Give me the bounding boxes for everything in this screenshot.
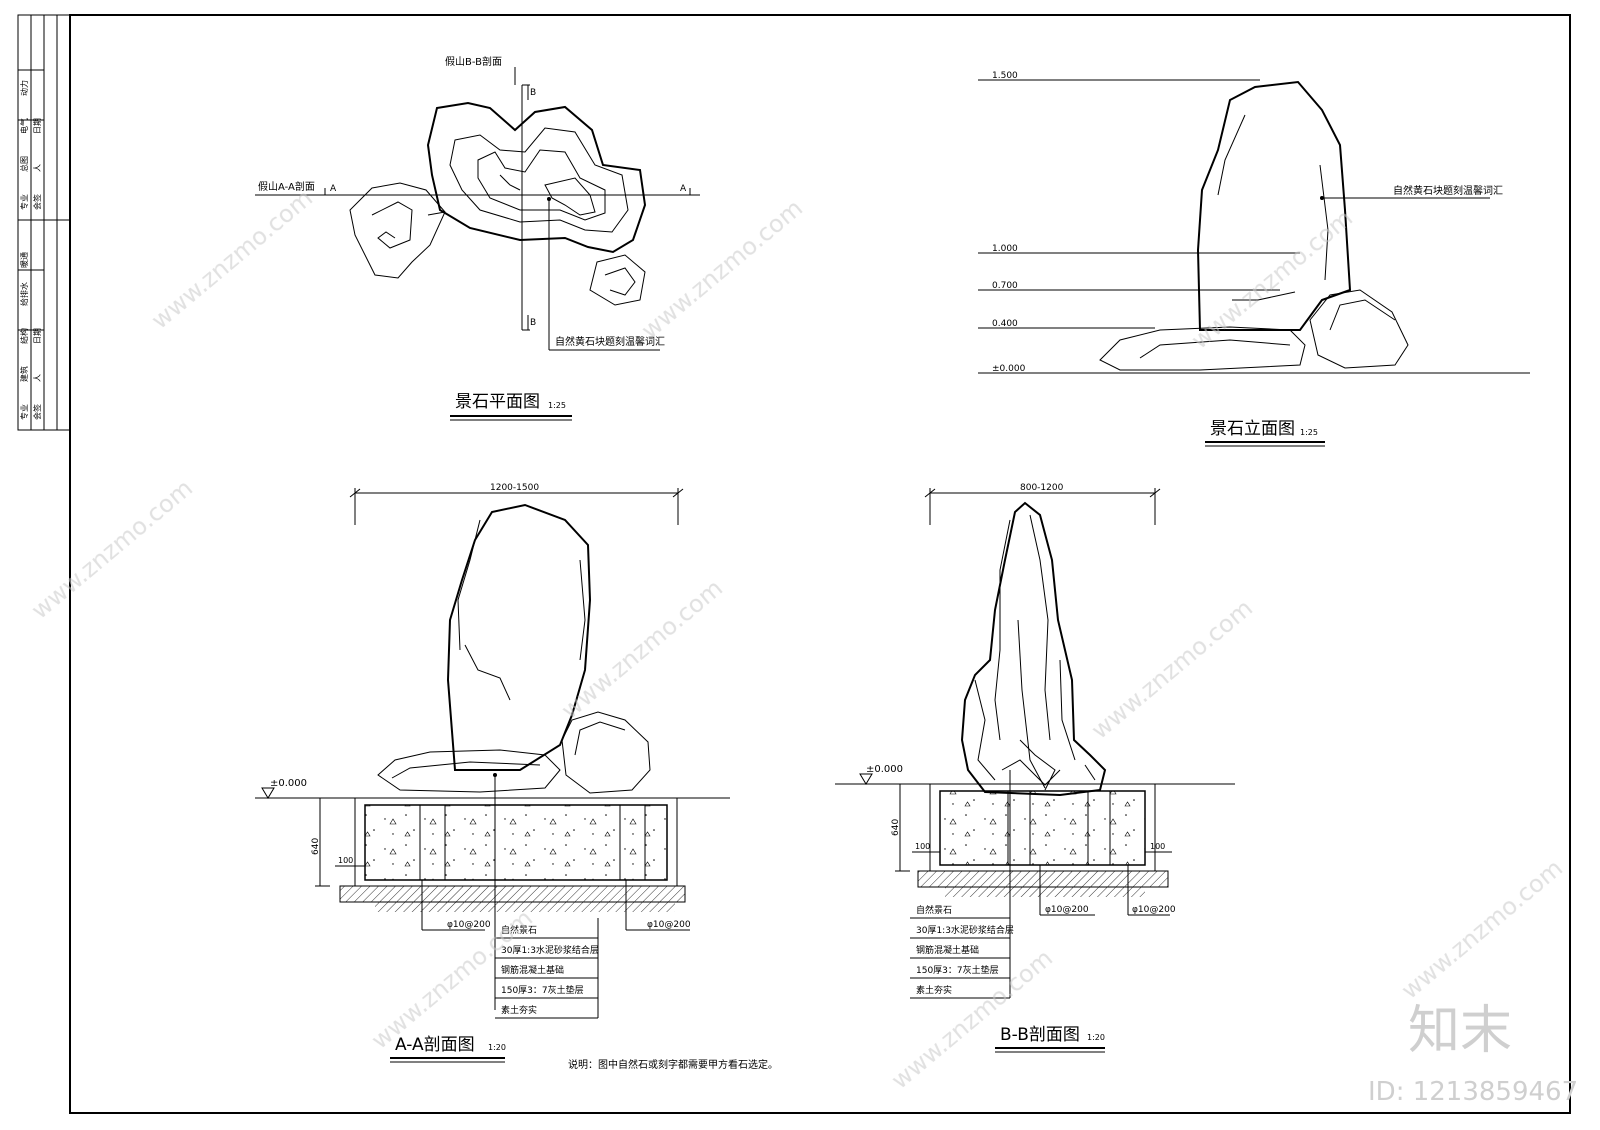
title-block-label: 暖通 [19, 252, 29, 268]
title-block-label: 结构 [19, 328, 29, 344]
section-aa: 1200-1500 ±0.000 640 100 φ10@ [255, 483, 730, 1063]
elev-main-rock [1196, 80, 1352, 331]
aa-flat-rock [377, 749, 561, 793]
plan-callout: 自然黄石块题刻温馨词汇 [555, 335, 665, 348]
elev-level-3: 0.700 [992, 281, 1018, 291]
bb-layer-label: 自然景石 [916, 904, 952, 916]
elevation-title: 景石立面图 [1210, 419, 1295, 439]
aa-layer-label: 30厚1:3水泥砂浆结合层 [501, 944, 599, 956]
bb-layer-label: 素土夯实 [916, 984, 952, 996]
aa-footing-concrete [364, 804, 668, 881]
aa-layer-label: 钢筋混凝土基础 [501, 964, 564, 976]
aa-rebar-2: φ10@200 [647, 920, 691, 930]
aa-layer-label: 150厚3：7灰土垫层 [501, 984, 584, 996]
title-block-label: 会签 [32, 404, 42, 420]
watermark-site-1: www.znzmo.com [146, 184, 318, 335]
plan-mark-b-top: B [530, 88, 536, 98]
title-block-label: 总图 [19, 156, 29, 172]
aa-title: A-A剖面图 [395, 1035, 475, 1055]
plan-aa-label: 假山A-A剖面 [258, 180, 315, 193]
elevation-scale: 1:25 [1300, 428, 1318, 437]
aa-width-dim: 1200-1500 [490, 483, 539, 493]
aa-main-rock [446, 503, 592, 771]
plan-left-rock [349, 182, 446, 279]
title-block-label: 给排水 [19, 282, 29, 306]
aa-gravel-layer [339, 885, 686, 903]
bb-scale: 1:20 [1087, 1033, 1105, 1042]
title-block-label: 专业 [19, 194, 29, 210]
bb-edge-dim-left: 100 [915, 842, 930, 851]
title-block-label: 动力 [19, 80, 29, 96]
title-block-label: 日期 [33, 328, 42, 344]
bb-edge-dim-right: 100 [1150, 842, 1165, 851]
elev-callout: 自然黄石块题刻温馨词汇 [1393, 184, 1503, 197]
bb-layer-label: 30厚1:3水泥砂浆结合层 [916, 924, 1014, 936]
title-block-label: 会签 [32, 194, 42, 210]
plan-mark-a-right: A [680, 184, 687, 194]
bb-rebar-1: φ10@200 [1045, 905, 1089, 915]
plan-mark-b-bottom: B [530, 318, 536, 328]
elev-boulder [1309, 289, 1409, 369]
elevation-view: 1.500 1.000 0.700 0.400 ±0.000 自然黄石块题刻温馨… [978, 71, 1530, 447]
aa-ground-level: ±0.000 [270, 778, 307, 789]
aa-depth-dim: 640 [311, 838, 321, 855]
title-block-label: 专业 [19, 404, 29, 420]
aa-scale: 1:20 [488, 1043, 506, 1052]
aa-layer-label: 素土夯实 [501, 1004, 537, 1016]
bb-layer-label: 钢筋混凝土基础 [916, 944, 979, 956]
plan-mark-a-left: A [330, 184, 337, 194]
watermark: www.znzmo.com www.znzmo.com www.znzmo.co… [26, 184, 1568, 1095]
watermark-logo: 知末 [1408, 1001, 1512, 1061]
watermark-id: ID: 1213859467 [1368, 1077, 1578, 1107]
elev-level-4: 0.400 [992, 319, 1018, 329]
watermark-site-2: www.znzmo.com [636, 194, 808, 345]
aa-edge-dim: 100 [338, 856, 353, 865]
watermark-site-4: www.znzmo.com [26, 474, 198, 625]
bb-footing-concrete [939, 790, 1146, 866]
bb-main-rock [960, 501, 1107, 797]
title-block-label: 人 [33, 164, 42, 172]
elev-flat-rock [1099, 326, 1306, 371]
plan-view: 假山B-B剖面 B B 假山A-A剖面 A A 自然黄石块题刻温馨词汇 景石平面… [255, 55, 700, 421]
elev-level-2: 1.000 [992, 244, 1018, 254]
bb-depth-dim: 640 [891, 819, 901, 836]
plan-bb-label: 假山B-B剖面 [445, 55, 502, 68]
bb-layer-label: 150厚3：7灰土垫层 [916, 964, 999, 976]
title-block-label: 建筑 [19, 366, 29, 382]
bb-rebar-2: φ10@200 [1132, 905, 1176, 915]
plan-title: 景石平面图 [455, 392, 540, 412]
aa-rebar-1: φ10@200 [447, 920, 491, 930]
watermark-site-9: www.znzmo.com [1396, 854, 1568, 1005]
watermark-site-6: www.znzmo.com [1086, 594, 1258, 745]
plan-main-rock [426, 101, 647, 254]
watermark-site-3: www.znzmo.com [1186, 204, 1358, 355]
bb-ground-level: ±0.000 [866, 764, 903, 775]
aa-layer-label: 自然景石 [501, 924, 537, 936]
bb-title: B-B剖面图 [1000, 1025, 1080, 1045]
bb-width-dim: 800-1200 [1020, 483, 1064, 493]
bb-gravel-layer [917, 870, 1169, 888]
aa-boulder [561, 711, 651, 794]
section-bb: 800-1200 ±0.000 640 100 100 [835, 483, 1235, 1053]
sheet-border [69, 14, 1571, 1114]
title-block-label: 人 [33, 374, 42, 382]
elev-level-1: 1.500 [992, 71, 1018, 81]
title-block-label: 日期 [33, 118, 42, 134]
drawing-note: 说明：图中自然石或刻字都需要甲方看石选定。 [568, 1058, 778, 1071]
title-block-label: 电气 [19, 118, 29, 134]
plan-scale: 1:25 [548, 401, 566, 410]
plan-small-rock [589, 254, 646, 306]
elev-level-5: ±0.000 [992, 364, 1026, 374]
